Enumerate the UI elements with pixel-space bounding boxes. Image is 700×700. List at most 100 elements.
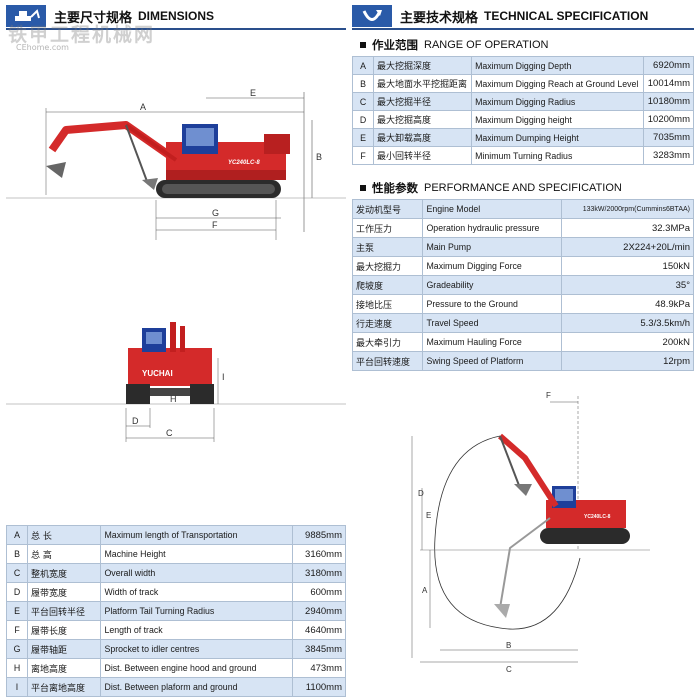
row-label-en: Swing Speed of Platform bbox=[422, 351, 563, 371]
row-value: 32.3MPa bbox=[561, 218, 694, 238]
dim-label-i: I bbox=[222, 372, 225, 382]
dim-label-h: H bbox=[170, 394, 177, 404]
row-key: H bbox=[6, 658, 28, 678]
row-label-en: Dist. Between engine hood and ground bbox=[100, 658, 294, 678]
row-label-en: Maximum Digging Force bbox=[422, 256, 563, 276]
watermark: 铁甲工程机械网 CEhome.com bbox=[8, 20, 155, 52]
front-brand-text: YUCHAI bbox=[142, 369, 173, 378]
row-value: 3845mm bbox=[292, 639, 346, 659]
side-view-diagram: YC240LC-8 YUCHAI A E B G F bbox=[6, 88, 346, 240]
row-key: D bbox=[6, 582, 28, 602]
row-label-cn: 最大卸载高度 bbox=[372, 128, 473, 147]
row-label-cn: 最小回转半径 bbox=[372, 146, 473, 165]
row-label-en: Operation hydraulic pressure bbox=[422, 218, 563, 238]
row-value: 10200mm bbox=[643, 110, 694, 129]
row-label-cn: 总 长 bbox=[26, 525, 102, 545]
row-key: I bbox=[6, 677, 28, 697]
front-view-diagram: YUCHAI D C H I bbox=[6, 322, 346, 442]
row-key: G bbox=[6, 639, 28, 659]
row-label-cn: 平台离地高度 bbox=[26, 677, 102, 697]
performance-title-en: PERFORMANCE AND SPECIFICATION bbox=[424, 182, 622, 194]
row-label-en: Travel Speed bbox=[422, 313, 563, 333]
row-value: 2X224+20L/min bbox=[561, 237, 694, 257]
range-label-f: F bbox=[546, 391, 551, 400]
dim-label-g: G bbox=[212, 208, 219, 218]
row-value: 10014mm bbox=[643, 74, 694, 93]
row-key: B bbox=[6, 544, 28, 564]
row-value: 6920mm bbox=[643, 56, 694, 75]
side-brand-text: YUCHAI bbox=[93, 134, 114, 147]
row-value: 12rpm bbox=[561, 351, 694, 371]
row-label-en: Platform Tail Turning Radius bbox=[100, 601, 294, 621]
dim-label-c: C bbox=[166, 428, 173, 438]
row-label-en: Width of track bbox=[100, 582, 294, 602]
row-value: 10180mm bbox=[643, 92, 694, 111]
row-label-cn: 行走速度 bbox=[351, 313, 424, 333]
row-value: 3283mm bbox=[643, 146, 694, 165]
dim-label-b: B bbox=[316, 152, 322, 162]
row-label-cn: 爬坡度 bbox=[351, 275, 424, 295]
row-value: 4640mm bbox=[292, 620, 346, 640]
row-label-cn: 履带宽度 bbox=[26, 582, 102, 602]
row-value: 150kN bbox=[561, 256, 694, 276]
row-label-en: Main Pump bbox=[422, 237, 563, 257]
row-label-en: Pressure to the Ground bbox=[422, 294, 563, 314]
row-label-en: Maximum Digging Radius bbox=[471, 92, 645, 111]
performance-section-title: 性能参数 PERFORMANCE AND SPECIFICATION bbox=[360, 180, 622, 196]
bullet-square-icon bbox=[360, 185, 366, 191]
row-label-cn: 最大挖掘半径 bbox=[372, 92, 473, 111]
technical-header: 主要技术规格 TECHNICAL SPECIFICATION bbox=[352, 4, 694, 30]
row-label-en: Maximum length of Transportation bbox=[100, 525, 294, 545]
row-key: A bbox=[352, 56, 374, 75]
technical-title-cn: 主要技术规格 bbox=[400, 10, 479, 26]
row-label-en: Engine Model bbox=[422, 199, 563, 219]
row-value: 2940mm bbox=[292, 601, 346, 621]
row-label-en: Minimum Turning Radius bbox=[471, 146, 645, 165]
range-label-e: E bbox=[426, 511, 431, 520]
working-range-diagram: YC240LC-8 F D E A B C bbox=[411, 391, 650, 674]
row-label-cn: 最大挖掘力 bbox=[351, 256, 424, 276]
dimensions-title-cn: 主要尺寸规格 bbox=[54, 10, 133, 26]
row-label-en: Maximum Digging Reach at Ground Level bbox=[471, 74, 645, 93]
row-label-en: Machine Height bbox=[100, 544, 294, 564]
row-key: C bbox=[6, 563, 28, 583]
dim-label-a: A bbox=[140, 102, 146, 112]
row-label-en: Maximum Hauling Force bbox=[422, 332, 563, 352]
bullet-square-icon bbox=[360, 42, 366, 48]
row-value: 3180mm bbox=[292, 563, 346, 583]
range-label-b: B bbox=[506, 641, 511, 650]
row-label-cn: 接地比压 bbox=[351, 294, 424, 314]
range-title-en: RANGE OF OPERATION bbox=[424, 39, 549, 51]
range-label-c: C bbox=[506, 665, 512, 674]
row-key: F bbox=[6, 620, 28, 640]
row-value: 7035mm bbox=[643, 128, 694, 147]
row-label-cn: 最大地面水平挖掘距离 bbox=[372, 74, 473, 93]
watermark-url: CEhome.com bbox=[16, 43, 69, 52]
row-label-cn: 平台回转速度 bbox=[351, 351, 424, 371]
watermark-brand: 铁甲工程机械网 bbox=[8, 24, 156, 46]
row-label-cn: 工作压力 bbox=[351, 218, 424, 238]
row-label-cn: 主泵 bbox=[351, 237, 424, 257]
range-label-d: D bbox=[418, 489, 424, 498]
row-value: 5.3/3.5km/h bbox=[561, 313, 694, 333]
row-label-cn: 最大牵引力 bbox=[351, 332, 424, 352]
row-label-cn: 离地高度 bbox=[26, 658, 102, 678]
row-value: 1100mm bbox=[292, 677, 346, 697]
row-label-en: Dist. Between plaform and ground bbox=[100, 677, 294, 697]
row-label-en: Overall width bbox=[100, 563, 294, 583]
row-value: 473mm bbox=[292, 658, 346, 678]
